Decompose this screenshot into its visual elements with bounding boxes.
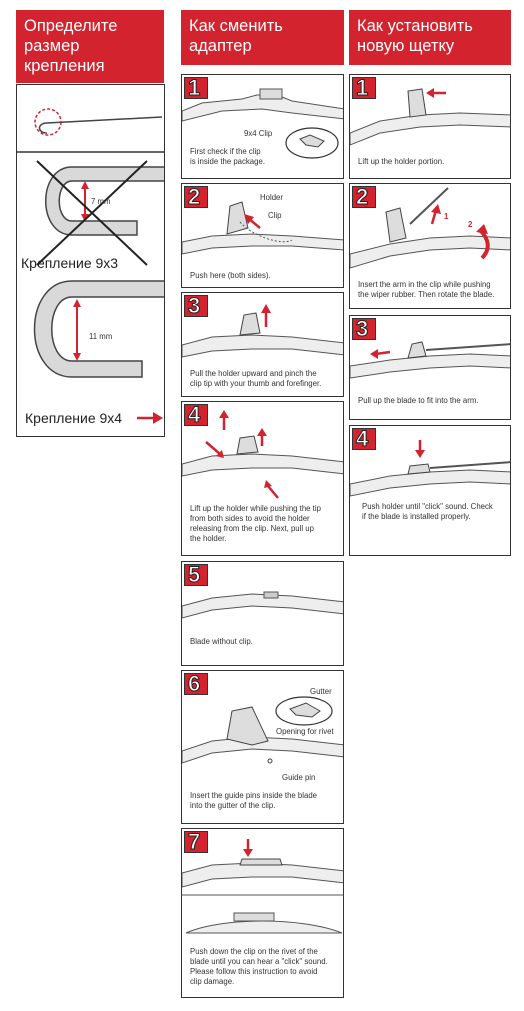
adapter-step-2: 2 Holder Clip Push here (both sides). [181,183,344,288]
label-9x4-clip: 9x4 Clip [244,129,273,138]
step-number-badge: 4 [352,426,376,452]
label-opening-for-rivet: Opening for rivet [276,727,334,736]
step-number-badge: 1 [352,75,376,101]
install-step-4: 4 Push holder until "click" sound. Check… [349,425,511,556]
step-caption: Lift up the holder portion. [358,157,445,166]
adapter-step-7: 7 Push down the clip on the rivet of the… [181,828,344,998]
step-illustration [182,839,343,934]
adapter-step-6: 6 Gutter Opening for rivet Guide pin Ins… [181,670,344,824]
dim-7mm: 7 mm [91,197,111,206]
header-install-blade: Как установить новую щетку [349,10,511,65]
step-number-badge: 1 [184,75,208,101]
step-illustration [182,591,343,619]
header-change-adapter: Как сменить адаптер [181,10,344,65]
step-caption: Blade without clip. [190,637,253,646]
step-illustration [182,304,343,358]
header-determine-size: Определите размер крепления [16,10,164,83]
step-number-badge: 4 [184,402,208,428]
install-step-2: 2 1 2 Insert the arm in the clip while p… [349,183,511,309]
step-number-badge: 7 [184,829,208,855]
adapter-step-3: 3 Pull the holder upward and pinch the c… [181,292,344,397]
label-holder: Holder [260,193,283,202]
label-mount-9x4: Крепление 9x4 [25,410,123,426]
adapter-step-5: 5 Blade without clip. [181,561,344,666]
step-illustration [182,696,343,764]
size-panel: 7 mm 11 mm Крепление 9x3 Крепление 9x4 [16,84,165,437]
adapter-step-1: 1 9x4 Clip First check if the clip is in… [181,74,344,179]
rotation-step-2: 2 [468,220,473,229]
step-caption: Push down the clip on the rivet of the b… [190,947,328,986]
adapter-step-4: 4 Lift up the holder while pushing the t… [181,401,344,556]
step-illustration [182,88,343,159]
label-clip: Clip [268,211,282,220]
step-number-badge: 6 [184,671,208,697]
step-caption: Push here (both sides). [190,271,271,280]
step-caption: First check if the clip is inside the pa… [190,147,265,166]
rotation-step-1: 1 [444,212,449,221]
step-number-badge: 5 [184,562,208,588]
step-illustration [182,410,343,499]
step-number-badge: 3 [184,293,208,319]
step-illustration [182,201,343,255]
step-illustration [350,88,510,146]
step-number-badge: 2 [184,184,208,210]
step-caption: Insert the guide pins inside the blade i… [190,791,318,810]
label-mount-9x3: Крепление 9x3 [21,255,119,271]
step-number-badge: 3 [352,316,376,342]
step-illustration [350,187,510,269]
step-caption: Push holder until "click" sound. Check i… [362,502,493,521]
step-caption: Pull up the blade to fit into the arm. [358,396,479,405]
step-illustration [350,440,510,497]
label-gutter: Gutter [310,687,332,696]
label-guide-pin: Guide pin [282,773,316,782]
step-caption: Pull the holder upward and pinch the cli… [190,369,322,388]
install-step-1: 1 Lift up the holder portion. [349,74,511,179]
step-caption: Insert the arm in the clip while pushing… [358,280,495,299]
size-illustration [17,108,164,424]
step-caption: Lift up the holder while pushing the tip… [190,504,321,543]
install-step-3: 3 Pull up the blade to fit into the arm. [349,315,511,420]
step-illustration [350,341,510,379]
step-number-badge: 2 [352,184,376,210]
dim-11mm: 11 mm [89,332,113,341]
